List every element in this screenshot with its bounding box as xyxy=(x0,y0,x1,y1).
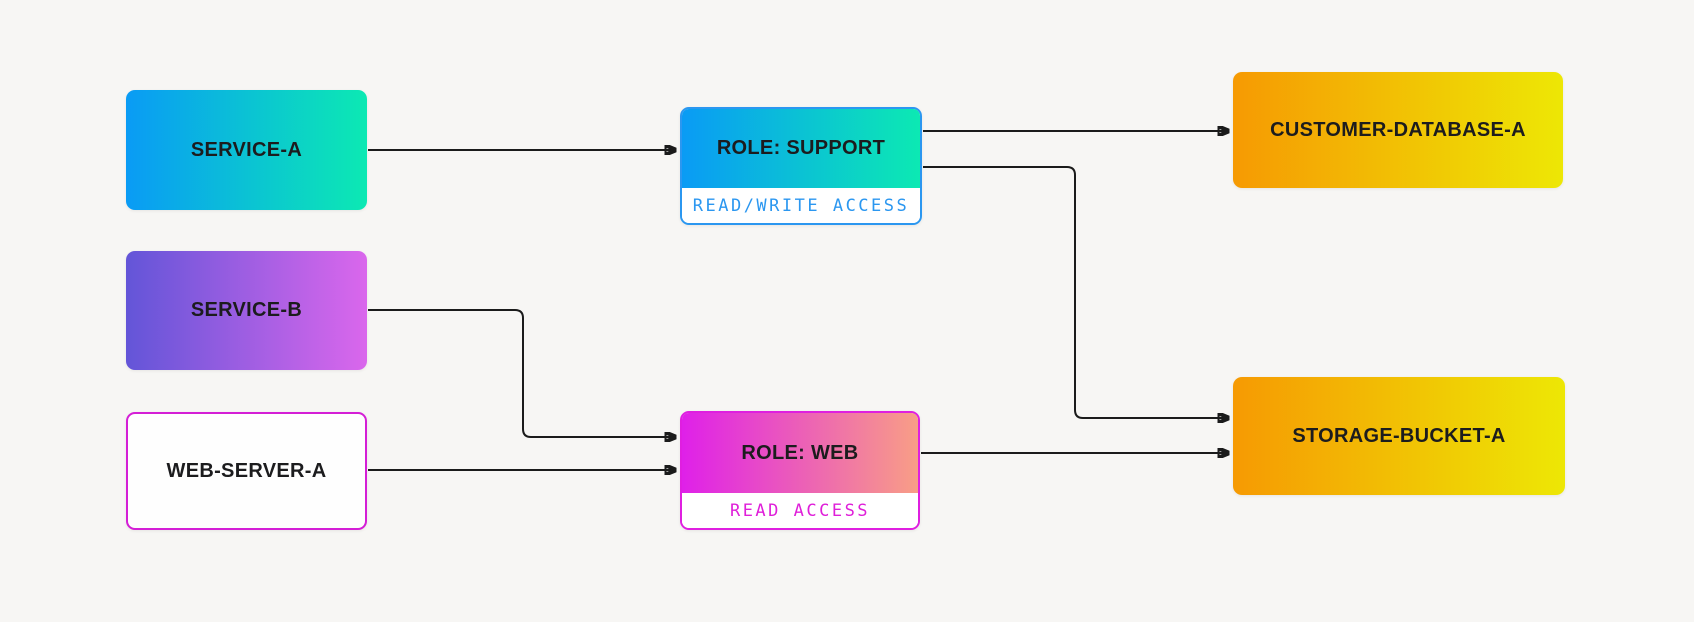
node-service-b[interactable]: SERVICE-B xyxy=(126,251,367,370)
node-service-b-label: SERVICE-B xyxy=(190,299,303,321)
role-web-header: ROLE: WEB xyxy=(682,413,918,493)
node-role-support[interactable]: ROLE: SUPPORT READ/WRITE ACCESS xyxy=(680,107,922,225)
edge-role-support-to-storage-bucket-a xyxy=(923,166,1228,418)
role-support-access-badge: READ/WRITE ACCESS xyxy=(682,188,920,223)
node-web-server-a[interactable]: WEB-SERVER-A xyxy=(126,412,367,530)
role-support-header: ROLE: SUPPORT xyxy=(682,109,920,188)
node-web-server-a-label: WEB-SERVER-A xyxy=(166,459,327,482)
node-storage-bucket-a-label: STORAGE-BUCKET-A xyxy=(1292,424,1506,447)
edge-service-b-to-role-web xyxy=(368,309,675,437)
role-support-access-badge-label: READ/WRITE ACCESS xyxy=(692,195,910,216)
node-customer-database-a-label: CUSTOMER-DATABASE-A xyxy=(1270,118,1526,141)
node-customer-database-a[interactable]: CUSTOMER-DATABASE-A xyxy=(1233,72,1563,188)
role-web-access-badge: READ ACCESS xyxy=(682,493,918,528)
node-service-a-label: SERVICE-A xyxy=(190,138,303,161)
node-storage-bucket-a[interactable]: STORAGE-BUCKET-A xyxy=(1233,377,1565,495)
role-web-access-badge-label: READ ACCESS xyxy=(729,500,871,521)
node-role-web-label: ROLE: WEB xyxy=(741,441,859,464)
node-role-support-label: ROLE: SUPPORT xyxy=(716,137,886,159)
node-role-web[interactable]: ROLE: WEB READ ACCESS xyxy=(680,411,920,530)
node-service-a[interactable]: SERVICE-A xyxy=(126,90,367,210)
